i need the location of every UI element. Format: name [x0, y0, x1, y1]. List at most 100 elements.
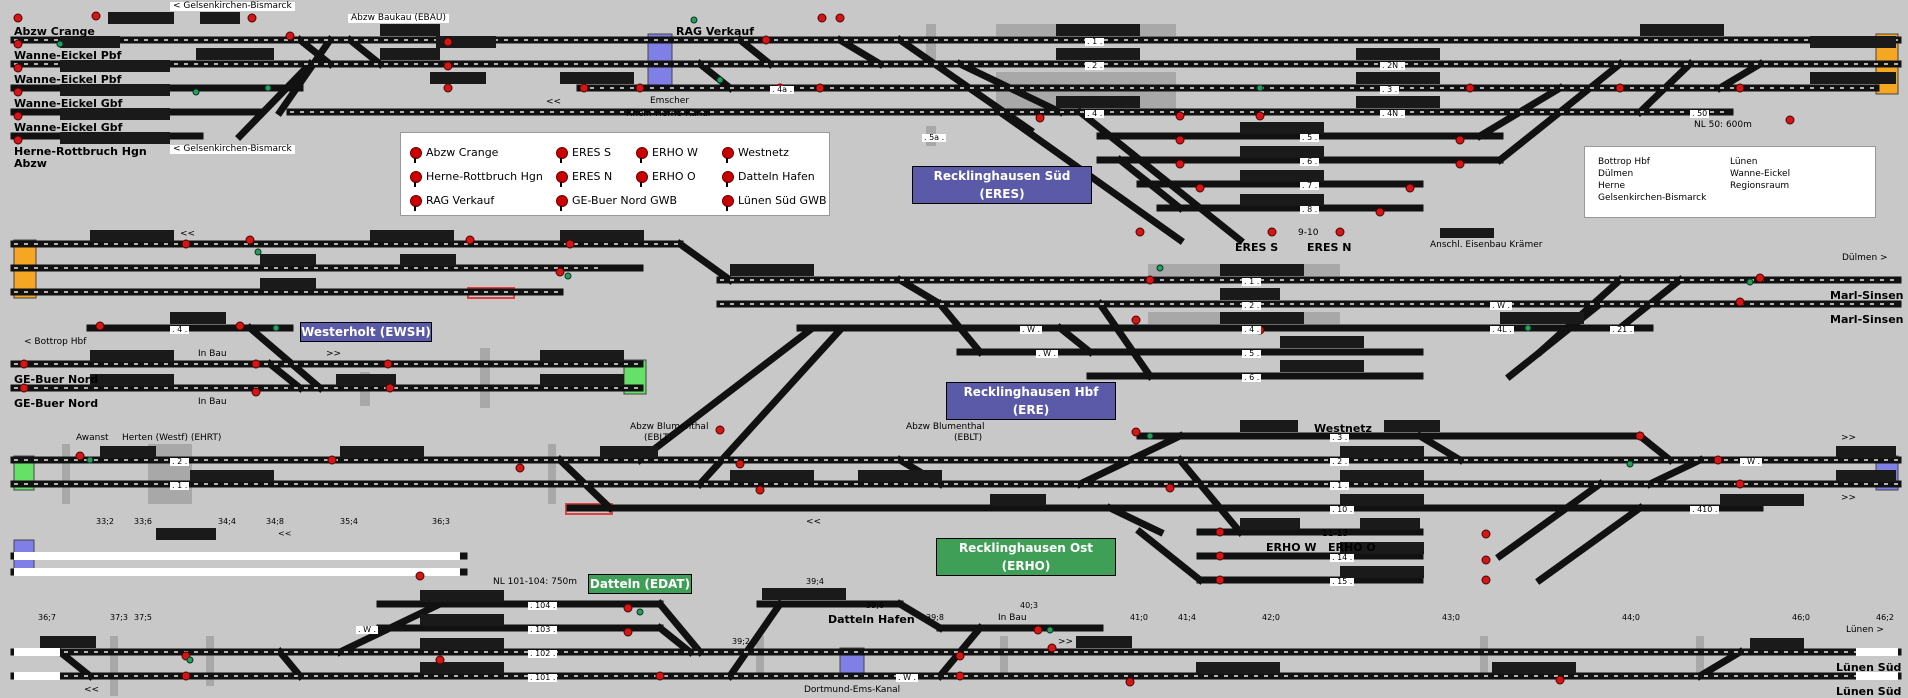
place-label: < Bottrop Hbf [24, 337, 87, 347]
legend-item: Westnetz [722, 146, 789, 163]
legend-item-label: Westnetz [738, 146, 789, 159]
place-label: GE-Buer Nord [14, 397, 99, 410]
track-number-label: . 103 . [528, 625, 558, 634]
station-label: Wanne-Eickel Pbf [14, 49, 122, 62]
legend2-item: Gelsenkirchen-Bismarck [1598, 193, 1707, 203]
zone-label[interactable]: Datteln (EDAT) [588, 574, 692, 594]
station-label: Wanne-Eickel Gbf [14, 97, 123, 110]
track-number-label: . 4L . [1490, 325, 1514, 334]
zone-label[interactable]: Westerholt (EWSH) [300, 322, 432, 342]
legend-item: Lünen Süd GWB [722, 194, 827, 211]
track-number-label: . 410 . [1690, 505, 1720, 514]
place-label: Datteln Hafen [828, 613, 915, 626]
track-number-label: . 1 . [1242, 277, 1262, 286]
km-mark: 35;4 [340, 517, 358, 526]
place-label: In Bau [198, 397, 227, 407]
place-label: Rhein-Herne-Kanal [626, 109, 711, 119]
place-label: (EBLT) [954, 433, 983, 443]
place-label: ERES S [1235, 241, 1279, 254]
place-label: >> [1058, 637, 1074, 647]
km-mark: 34;4 [218, 517, 236, 526]
place-label: Dülmen > [1842, 253, 1888, 263]
legend-item-label: Lünen Süd GWB [738, 194, 827, 207]
place-label: Dortmund-Ems-Kanal [804, 685, 901, 695]
zone-label[interactable]: Recklinghausen Süd (ERES) [912, 166, 1092, 204]
signal-icon [410, 146, 422, 163]
track-number-label: . W . [1036, 349, 1059, 358]
legend-item: RAG Verkauf [410, 194, 495, 211]
track-number-label: . 4 . [1242, 325, 1262, 334]
white-track-ends [14, 552, 1898, 680]
km-mark: 41;0 [1130, 613, 1148, 622]
signal-icon [636, 146, 648, 163]
track-number-label: . 4a . [770, 85, 795, 94]
signal-icon [556, 194, 568, 211]
legend2-item: Lünen [1730, 157, 1758, 167]
legend-item: Abzw Crange [410, 146, 499, 163]
track-number-label: . 4 . [1085, 109, 1105, 118]
track-number-label: . 8 . [1300, 205, 1320, 214]
place-label: Lünen > [1846, 625, 1884, 635]
place-label: 11-13 [1322, 529, 1349, 539]
km-mark: 33;2 [96, 517, 114, 526]
place-label: Marl-Sinsen [1830, 289, 1904, 302]
legend-item-label: ERHO W [652, 146, 698, 159]
legend2-item: Dülmen [1598, 169, 1634, 179]
legend-item: ERHO O [636, 170, 696, 187]
track-number-label: . 2 . [1242, 301, 1262, 310]
track-number-label: . 14 . [1330, 553, 1355, 562]
track-number-label: . W . [1020, 325, 1043, 334]
signal-icon [722, 194, 734, 211]
track-number-label: . W . [1490, 301, 1513, 310]
edge-markers [13, 33, 1899, 677]
track-number-label: . 6 . [1242, 373, 1262, 382]
signal-icon [410, 170, 422, 187]
track-number-label: . 2 . [1085, 61, 1105, 70]
km-mark: 37;3 [110, 613, 128, 622]
place-label: Abzw Blumenthal [906, 422, 985, 432]
signals[interactable] [13, 11, 1795, 687]
direction-label: < Gelsenkirchen-Bismarck [170, 2, 295, 11]
display-blocks [40, 12, 1896, 674]
place-label: ERHO W [1266, 541, 1317, 554]
signal-icon [556, 146, 568, 163]
zone-label[interactable]: Recklinghausen Ost (ERHO) [936, 538, 1116, 576]
km-mark: 39;6 [866, 601, 884, 610]
station-label: Wanne-Eickel Gbf [14, 121, 123, 134]
legend2-panel [1584, 146, 1876, 218]
legend-item: ERHO W [636, 146, 698, 163]
station-label: Abzw Crange [14, 25, 95, 38]
place-label: 9-10 [1298, 228, 1319, 238]
track-number-label: . 7 . [1300, 181, 1320, 190]
place-label: In Bau [998, 613, 1027, 623]
legend-item-label: Abzw Crange [426, 146, 499, 159]
km-mark: 39;2 [732, 637, 750, 646]
km-mark: 40;3 [1020, 601, 1038, 610]
track-number-label: . 101 . [528, 673, 558, 682]
zone-label[interactable]: Recklinghausen Hbf (ERE) [946, 382, 1116, 420]
place-label: << [84, 685, 100, 695]
place-label: Lünen Süd [1836, 685, 1902, 698]
legend-item-label: Herne-Rottbruch Hgn [426, 170, 543, 183]
place-label: ERES N [1307, 241, 1352, 254]
station-label: Wanne-Eickel Pbf [14, 73, 122, 86]
track-number-label: . 5 . [1242, 349, 1262, 358]
track-number-label: . 1 . [1085, 37, 1105, 46]
km-mark: 39;8 [926, 613, 944, 622]
legend-item-label: RAG Verkauf [426, 194, 495, 207]
place-label: Anschl. Eisenbau Krämer [1430, 240, 1543, 250]
km-mark: 39;4 [806, 577, 824, 586]
legend-item: GE-Buer Nord GWB [556, 194, 677, 211]
signal-icon [556, 170, 568, 187]
place-label: RAG Verkauf [676, 25, 754, 38]
track-dashes [14, 39, 1898, 677]
track-number-label: . W . [356, 625, 379, 634]
place-label: Marl-Sinsen [1830, 313, 1904, 326]
legend-item-label: ERHO O [652, 170, 696, 183]
legend-item: ERES S [556, 146, 611, 163]
km-mark: 33;6 [134, 517, 152, 526]
track-number-label: . W . [1740, 457, 1763, 466]
legend-item-label: ERES N [572, 170, 613, 183]
place-label: NL 50: 600m [1694, 120, 1752, 130]
